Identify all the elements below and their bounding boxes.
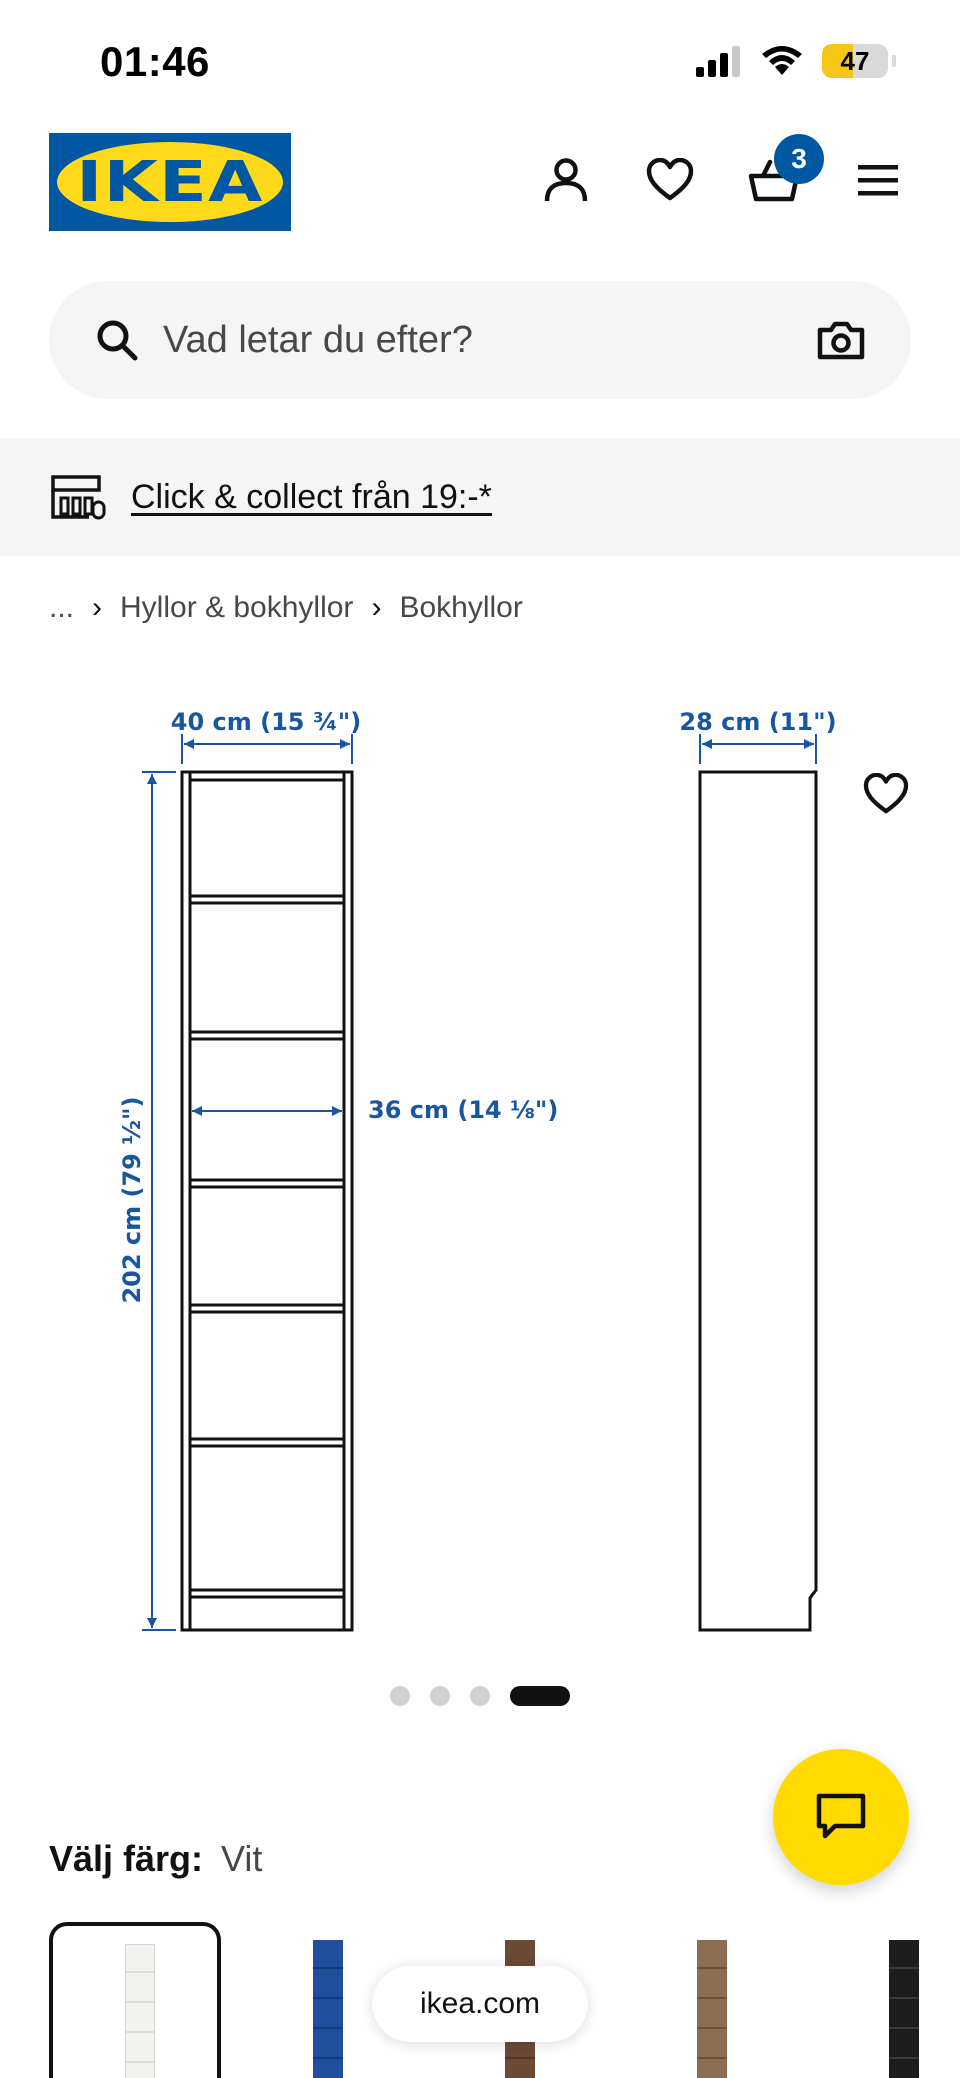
status-bar: 01:46 47 — [0, 0, 960, 120]
product-image-gallery[interactable]: 40 cm (15 ¾") 28 cm (11") 36 cm (14 ⅛") … — [0, 660, 960, 1660]
gallery-dot-3[interactable] — [470, 1686, 490, 1706]
store-icon — [51, 475, 106, 520]
bookcase-thumbnail — [697, 1940, 727, 2078]
wifi-icon — [762, 46, 802, 75]
chevron-right-icon: › — [371, 591, 382, 624]
favourites-button[interactable] — [644, 154, 696, 206]
menu-button[interactable] — [852, 154, 904, 206]
cellular-signal-icon — [696, 46, 740, 77]
depth-label: 28 cm (11") — [679, 708, 836, 736]
breadcrumb-item-shelves[interactable]: Hyllor & bokhyllor — [120, 591, 354, 624]
height-label: 202 cm (79 ½") — [118, 1096, 146, 1303]
width-label: 40 cm (15 ¾") — [171, 708, 361, 736]
bookcase-thumbnail — [313, 1940, 343, 2078]
bookcase-thumbnail — [889, 1940, 919, 2078]
breadcrumb-ellipsis[interactable]: ... — [49, 591, 75, 624]
swatch-black[interactable] — [817, 1922, 960, 2078]
cart-button[interactable]: 3 — [748, 134, 824, 206]
gallery-pagination — [390, 1686, 570, 1706]
logo-text: IKEA — [76, 149, 264, 215]
status-time: 01:46 — [100, 38, 210, 85]
ikea-logo[interactable]: IKEA — [49, 133, 291, 231]
swatch-blue[interactable] — [241, 1922, 413, 2078]
browser-url-bar[interactable]: ikea.com — [372, 1966, 588, 2042]
selected-color-value: Vit — [221, 1838, 263, 1879]
breadcrumb: ... › Hyllor & bokhyllor › Bokhyllor — [49, 588, 523, 628]
search-input[interactable] — [163, 318, 817, 362]
gallery-dot-1[interactable] — [390, 1686, 410, 1706]
user-icon — [544, 158, 588, 202]
battery-level: 47 — [840, 45, 870, 76]
hamburger-menu-icon — [858, 165, 898, 196]
dimension-drawing: 40 cm (15 ¾") 28 cm (11") 36 cm (14 ⅛") … — [118, 708, 837, 1632]
cart-count-badge: 3 — [774, 134, 824, 184]
breadcrumb-item-bookcases[interactable]: Bokhyllor — [399, 591, 523, 624]
battery-indicator: 47 — [822, 44, 888, 78]
account-button[interactable] — [540, 154, 592, 206]
header-actions: 3 — [540, 134, 904, 206]
status-icons: 47 — [694, 44, 896, 78]
chevron-right-icon: › — [92, 591, 103, 624]
chat-button[interactable] — [773, 1749, 909, 1885]
search-bar[interactable] — [49, 281, 911, 399]
gallery-dot-4-active[interactable] — [510, 1686, 570, 1706]
gallery-dot-2[interactable] — [430, 1686, 450, 1706]
heart-icon — [646, 158, 694, 201]
swatch-oak[interactable] — [625, 1922, 797, 2078]
bookcase-thumbnail — [125, 1944, 155, 2078]
click-collect-banner: Click & collect från 19:-* — [0, 438, 960, 556]
heart-icon — [863, 773, 909, 814]
camera-icon[interactable] — [817, 320, 865, 360]
inner-width-label: 36 cm (14 ⅛") — [368, 1096, 558, 1124]
color-select-label: Välj färg: — [49, 1838, 204, 1879]
chat-bubble-icon — [816, 1793, 866, 1839]
site-header: IKEA 3 — [0, 120, 960, 260]
color-selector: Välj färg: Vit — [49, 1838, 262, 1880]
swatch-white[interactable] — [49, 1922, 221, 2078]
click-collect-link[interactable]: Click & collect från 19:-* — [131, 477, 492, 516]
search-icon — [97, 320, 138, 361]
add-to-favourites-button[interactable] — [848, 756, 924, 832]
